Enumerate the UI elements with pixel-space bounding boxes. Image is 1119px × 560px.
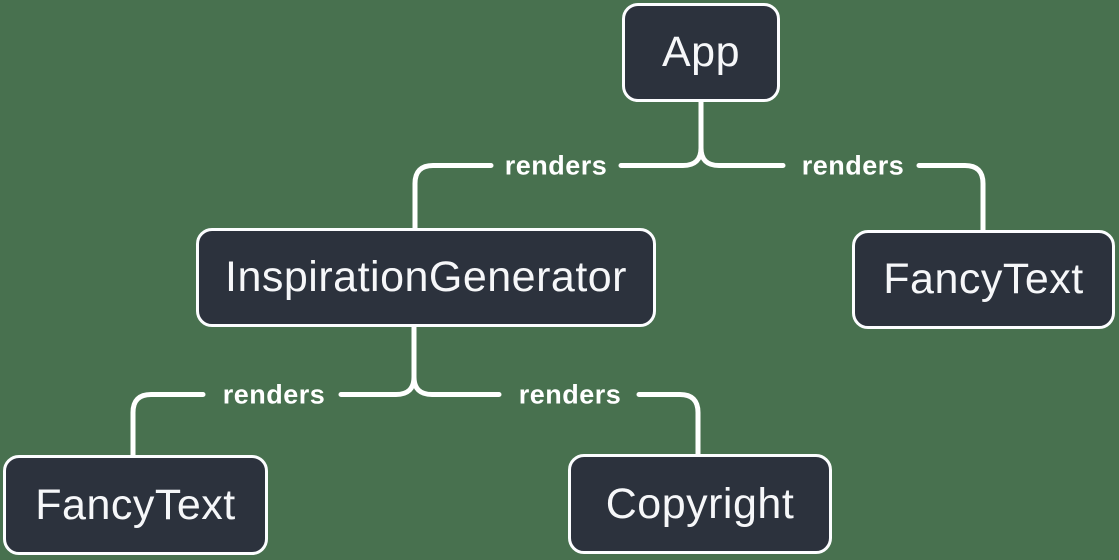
- edge-label-inspirationgenerator-fancytext: renders: [222, 379, 326, 410]
- edge-label-inspirationgenerator-copyright: renders: [518, 379, 622, 410]
- node-fancy-text-top: FancyText: [852, 230, 1115, 329]
- edge-label-app-fancytext: renders: [801, 150, 905, 181]
- edge-label-app-inspirationgenerator: renders: [504, 150, 608, 181]
- node-fancy-text-top-label: FancyText: [883, 255, 1084, 303]
- node-copyright-label: Copyright: [605, 479, 795, 528]
- node-copyright: Copyright: [568, 454, 832, 554]
- node-fancy-text-bottom: FancyText: [3, 455, 268, 555]
- edge-inspirationgenerator-to-copyright: [411, 324, 701, 457]
- node-app: App: [622, 3, 780, 102]
- node-fancy-text-bottom-label: FancyText: [35, 480, 236, 529]
- node-inspiration-generator-label: InspirationGenerator: [225, 253, 627, 301]
- edge-app-to-fancytext: [698, 99, 986, 233]
- node-inspiration-generator: InspirationGenerator: [196, 228, 656, 327]
- node-app-label: App: [661, 28, 740, 76]
